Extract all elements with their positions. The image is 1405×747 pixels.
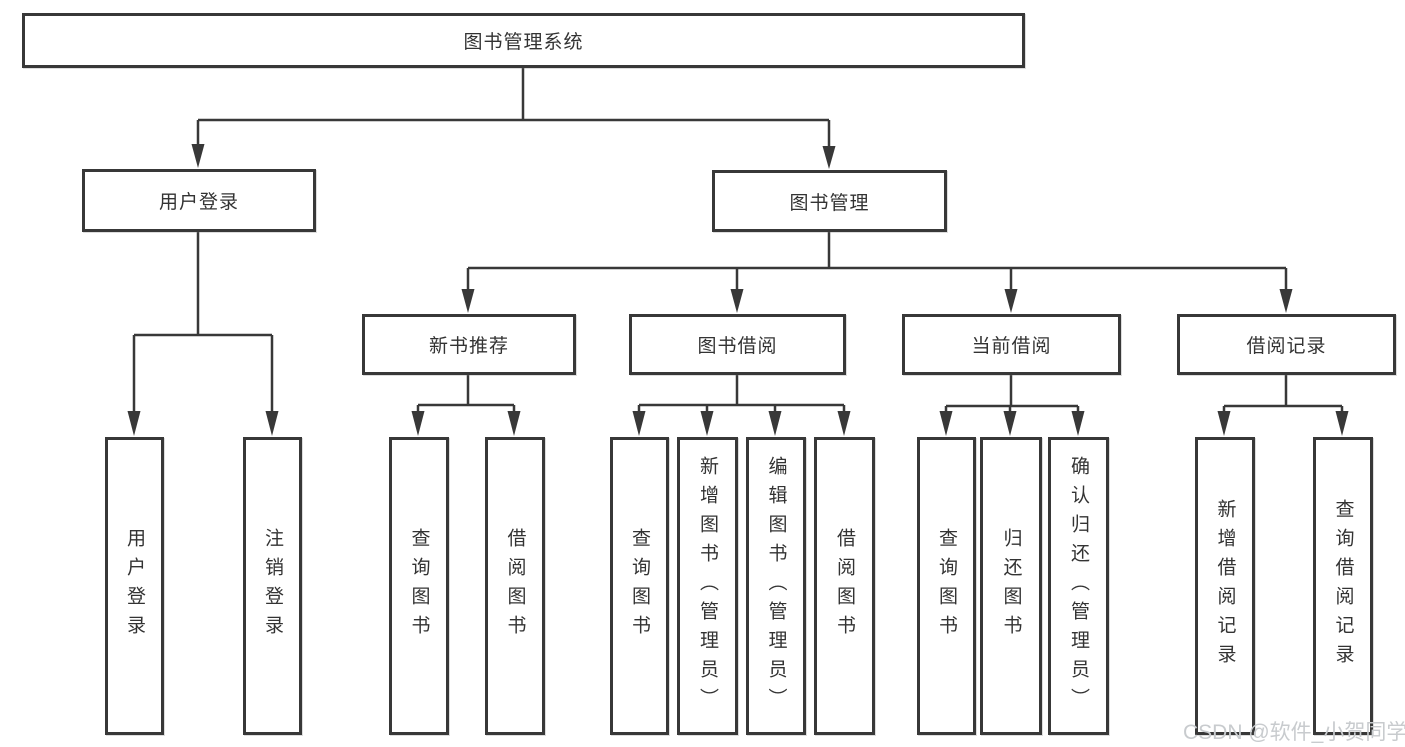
arrowhead-leaf-7	[837, 411, 851, 436]
leaf-query-books-recommend: 查询图书	[389, 437, 449, 735]
node-label: 用户登录	[158, 192, 239, 213]
leaf-label: 借阅图书	[834, 528, 855, 644]
node-current-borrowing: 当前借阅	[902, 314, 1121, 375]
arrowhead-leaf-12	[1335, 411, 1349, 436]
leaf-label: 确认归还（管理员）	[1068, 455, 1089, 717]
leaf-label: 查询图书	[408, 528, 430, 644]
arrowhead-leaf-5	[700, 411, 714, 436]
connector-root-to-level2	[196, 66, 831, 146]
arrowhead-book-borrowing	[730, 289, 744, 313]
node-library-management-system: 图书管理系统	[22, 13, 1025, 68]
node-label: 借阅记录	[1246, 336, 1327, 357]
node-book-management: 图书管理	[712, 170, 947, 232]
node-book-borrowing: 图书借阅	[629, 314, 846, 375]
arrowhead-borrow-records	[1279, 289, 1293, 313]
connector-book-borrowing-children	[637, 375, 846, 413]
arrowhead-current-borrow	[1004, 289, 1018, 313]
leaf-edit-books-admin: 编辑图书（管理员）	[746, 437, 806, 735]
leaf-add-borrow-record: 新增借阅记录	[1195, 437, 1255, 735]
leaf-borrow-books-recommend: 借阅图书	[485, 437, 545, 735]
leaf-query-borrow-record: 查询借阅记录	[1313, 437, 1373, 735]
arrowhead-leaf-8	[939, 411, 953, 436]
leaf-query-books-borrowing: 查询图书	[610, 437, 669, 735]
leaf-confirm-return-admin: 确认归还（管理员）	[1048, 437, 1109, 735]
leaf-label: 查询图书	[936, 528, 957, 644]
leaf-label: 注销登录	[262, 528, 283, 644]
connector-current-borrow-children	[944, 373, 1080, 413]
arrowhead-new-book	[461, 289, 475, 313]
node-label: 图书管理	[789, 192, 870, 214]
leaf-logout-login: 注销登录	[243, 437, 302, 735]
node-label: 图书管理系统	[463, 32, 584, 53]
connector-book-management-children	[466, 232, 1288, 290]
arrowhead-leaf-11	[1217, 411, 1231, 436]
connector-new-book-children	[416, 375, 516, 413]
leaf-label: 编辑图书（管理员）	[765, 455, 787, 717]
leaf-label: 查询借阅记录	[1332, 499, 1354, 673]
connector-user-login-children	[132, 232, 274, 413]
arrowhead-leaf-0	[127, 411, 141, 436]
arrowhead-book-management	[822, 146, 836, 169]
node-new-book-recommend: 新书推荐	[362, 314, 576, 375]
arrowhead-leaf-3	[507, 411, 521, 436]
leaf-query-books-current: 查询图书	[917, 437, 976, 735]
arrowhead-leaf-4	[632, 411, 646, 436]
arrowhead-leaf-6	[768, 411, 782, 436]
leaf-label: 归还图书	[1000, 528, 1022, 644]
connector-borrow-records-children	[1222, 375, 1344, 413]
leaf-label: 用户登录	[124, 528, 145, 644]
arrowhead-leaf-1	[265, 411, 279, 436]
arrowhead-leaf-10	[1071, 411, 1085, 436]
node-label: 新书推荐	[428, 336, 509, 357]
leaf-label: 新增图书（管理员）	[697, 455, 718, 717]
arrowhead-user-login	[191, 144, 205, 168]
leaf-label: 借阅图书	[504, 528, 526, 644]
node-label: 当前借阅	[971, 336, 1052, 357]
arrowhead-leaf-2	[411, 411, 425, 436]
csdn-watermark: CSDN @软件_小贺同学	[1183, 721, 1405, 744]
leaf-borrow-books-borrowing: 借阅图书	[814, 437, 875, 735]
arrowhead-leaf-9	[1003, 411, 1017, 436]
leaf-label: 查询图书	[629, 528, 650, 644]
leaf-label: 新增借阅记录	[1214, 499, 1236, 673]
node-user-login: 用户登录	[82, 169, 316, 232]
node-label: 图书借阅	[697, 336, 778, 357]
leaf-user-login: 用户登录	[105, 437, 164, 735]
leaf-return-books: 归还图书	[980, 437, 1042, 735]
node-borrowing-records: 借阅记录	[1177, 314, 1396, 375]
leaf-add-books-admin: 新增图书（管理员）	[677, 437, 738, 735]
